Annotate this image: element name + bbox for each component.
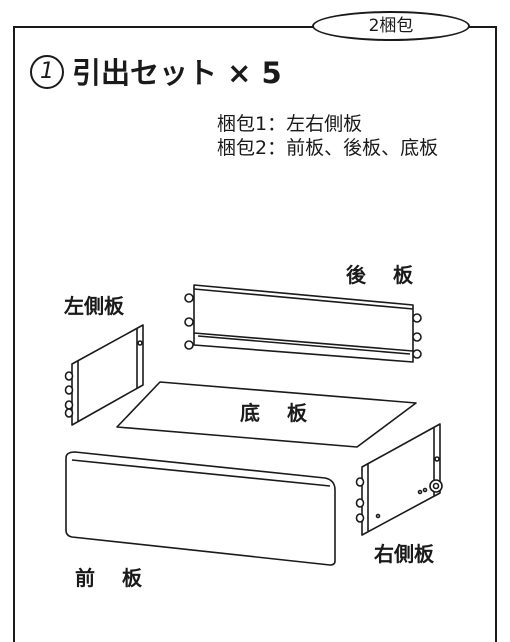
package-count-badge: 2梱包: [312, 11, 470, 41]
back-panel: [184, 284, 422, 363]
left-side-panel-label: 左側板: [64, 294, 124, 318]
package-1-contents: 梱包1：左右側板: [217, 113, 363, 135]
left-side-panel: [64, 324, 144, 426]
right-side-panel: [355, 423, 443, 536]
bottom-panel-label: 底 板: [240, 401, 317, 425]
front-panel-label: 前 板: [75, 566, 152, 590]
step-title: 引出セット × 5: [72, 56, 282, 90]
package-2-contents: 梱包2：前板、後板、底板: [217, 137, 439, 159]
right-side-panel-label: 右側板: [374, 542, 434, 566]
front-panel: [65, 451, 336, 566]
bottom-panel: [116, 381, 417, 448]
back-panel-label: 後 板: [346, 263, 423, 287]
step-number: 1: [30, 55, 64, 89]
